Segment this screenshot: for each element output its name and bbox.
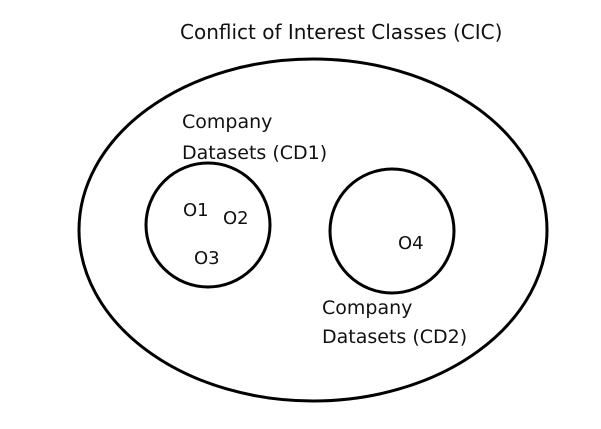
cd2-label-line2: Datasets (CD2) [322,326,467,348]
diagram-title: Conflict of Interest Classes (CIC) [180,20,502,44]
object-o2: O2 [223,208,249,229]
cd2-label-line1: Company [322,297,412,319]
conflict-of-interest-class-ellipse [77,57,549,403]
cd2-dataset-circle [328,167,456,295]
cd1-label-line2: Datasets (CD1) [182,142,327,164]
cd1-dataset-circle [144,161,272,289]
object-o3: O3 [194,248,220,269]
cd1-label-line1: Company [182,111,272,133]
object-o1: O1 [183,200,209,221]
object-o4: O4 [398,233,424,254]
